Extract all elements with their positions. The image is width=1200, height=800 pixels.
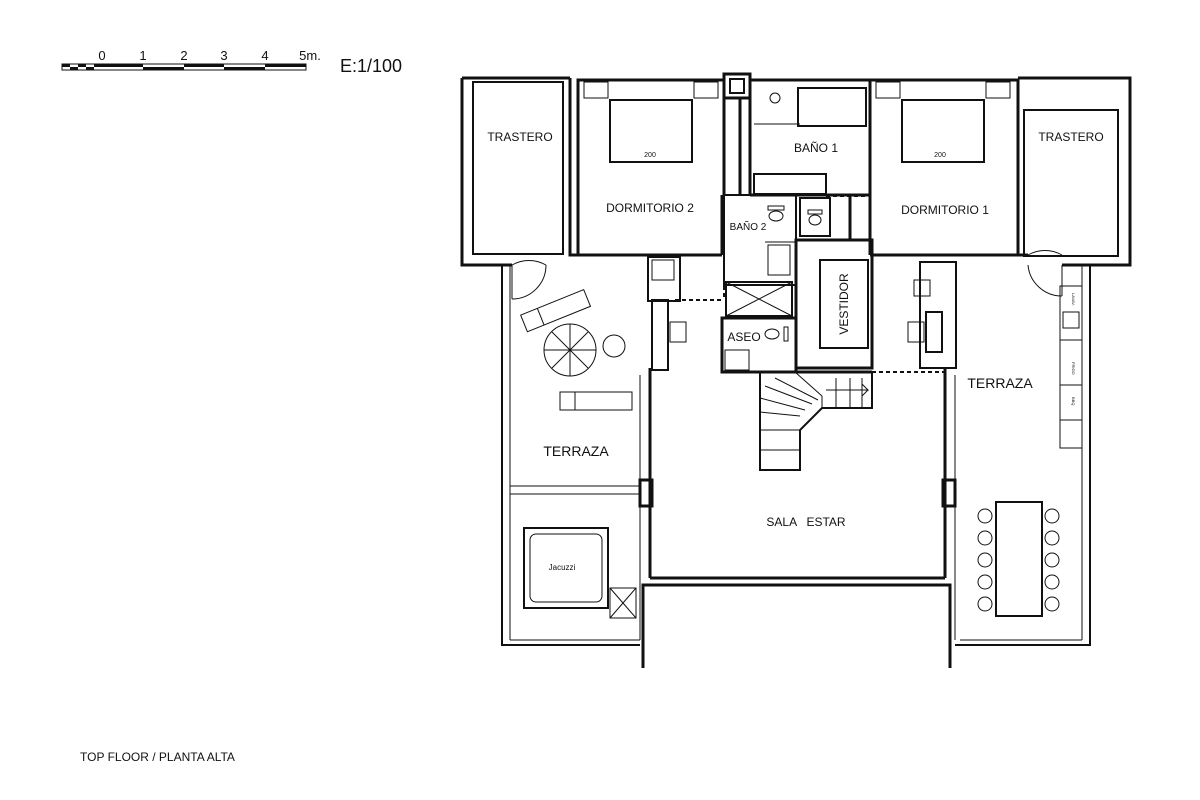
bed-right: 200 xyxy=(875,81,1011,163)
scale-tick-0: 0 xyxy=(98,48,105,63)
staircase xyxy=(759,371,873,471)
room-label-dormitorio-1: DORMITORIO 1 xyxy=(901,203,989,217)
room-label-vestidor: VESTIDOR xyxy=(837,273,851,335)
room-label-sala-estar: SALA ESTAR xyxy=(766,515,845,529)
scale-tick-3: 3 xyxy=(220,48,227,63)
scale-ratio: E:1/100 xyxy=(340,56,402,76)
jacuzzi: Jacuzzi xyxy=(523,527,609,609)
bed-left-size: 200 xyxy=(644,152,656,159)
drain xyxy=(609,587,637,619)
appliance-label-3: BBQ xyxy=(1071,397,1076,405)
scale-tick-5: 5m. xyxy=(299,48,321,63)
scale-tick-4: 4 xyxy=(261,48,268,63)
floor-caption: TOP FLOOR / PLANTA ALTA xyxy=(80,750,235,764)
room-label-bano-1: BAÑO 1 xyxy=(794,141,838,155)
room-label-aseo: ASEO xyxy=(727,330,760,344)
dining-table xyxy=(977,501,1060,617)
room-label-trastero-left: TRASTERO xyxy=(487,130,552,144)
scale-tick-2: 2 xyxy=(180,48,187,63)
room-label-bano-2: BAÑO 2 xyxy=(730,220,767,233)
room-label-dormitorio-2: DORMITORIO 2 xyxy=(606,201,694,215)
jacuzzi-label: Jacuzzi xyxy=(549,563,576,572)
building-walls xyxy=(460,72,1132,668)
loungers xyxy=(520,288,633,411)
appliance-label-1: LAVAV. xyxy=(1071,293,1076,306)
toilets xyxy=(764,205,823,342)
partitions xyxy=(647,173,957,374)
outdoor-kitchen: LAVAV. FRIGO BBQ xyxy=(1059,285,1083,449)
room-label-terraza-right: TERRAZA xyxy=(967,375,1033,391)
room-label-terraza-left: TERRAZA xyxy=(543,443,609,459)
scale-bar: 0 1 2 3 4 5m. E:1/100 xyxy=(61,48,402,76)
bed-right-size: 200 xyxy=(934,152,946,159)
bed-left: 200 xyxy=(583,81,719,163)
room-label-trastero-right: TRASTERO xyxy=(1038,130,1103,144)
scale-tick-1: 1 xyxy=(139,48,146,63)
doors xyxy=(511,249,1063,300)
appliance-label-2: FRIGO xyxy=(1071,362,1076,375)
spiral-table xyxy=(543,323,626,377)
room-labels: TRASTERO TRASTERO DORMITORIO 2 DORMITORI… xyxy=(487,130,1103,529)
